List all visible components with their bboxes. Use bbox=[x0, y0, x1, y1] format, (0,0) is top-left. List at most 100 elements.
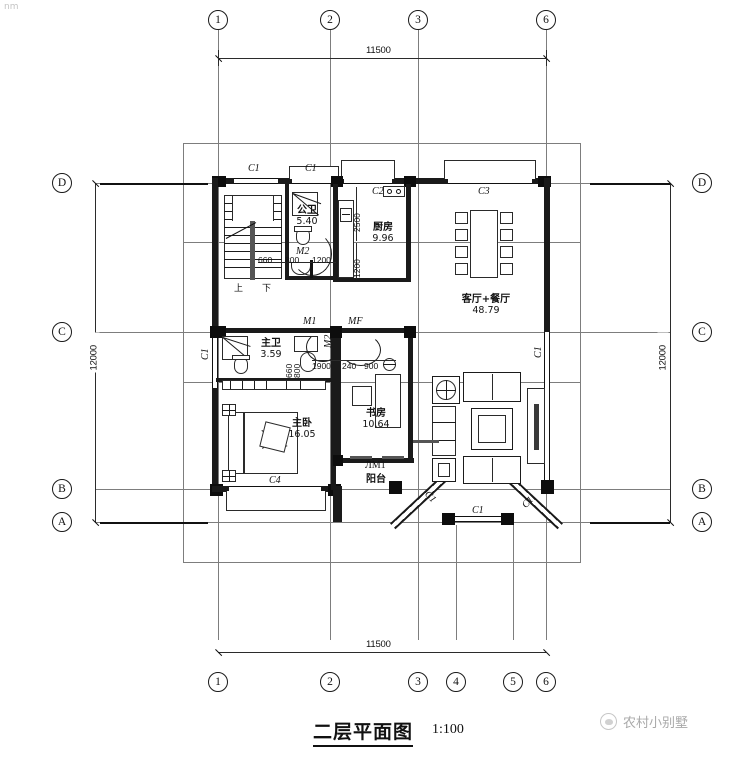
room-area-master-bedroom: 16.05 bbox=[288, 428, 316, 440]
nightstand-bottom-cross-v bbox=[229, 470, 230, 482]
room-name-study: 书房 bbox=[366, 408, 386, 419]
tv-cabinet-line-a bbox=[432, 422, 456, 423]
public-bath-door-leaf bbox=[310, 260, 313, 278]
axis-bubble-top-1: 1 bbox=[208, 10, 228, 30]
room-area-kitchen: 9.96 bbox=[372, 232, 394, 244]
kitchen-burner-b bbox=[396, 189, 401, 194]
stair-handrail bbox=[250, 198, 255, 280]
kitchen-dim-1200: 1200 bbox=[352, 259, 362, 278]
window-c1-right-upper bbox=[544, 330, 550, 386]
master-bath-toilet-tank bbox=[232, 355, 250, 360]
stair-marker-up: 上 bbox=[234, 283, 244, 293]
room-label-kitchen: 厨房 9.96 bbox=[360, 222, 406, 244]
right-dimension-label: 12000 bbox=[657, 332, 669, 373]
gridline-axis-3 bbox=[418, 30, 419, 640]
column-bay-left bbox=[442, 513, 455, 525]
kitchen-burner-a bbox=[387, 189, 392, 194]
room-label-public-bath: 公卫 5.40 bbox=[282, 205, 332, 227]
wall-interior-hall-top bbox=[216, 328, 336, 333]
study-chair bbox=[352, 386, 372, 406]
wall-exterior-left-upper bbox=[212, 178, 218, 330]
room-label-balcony: 阳台 bbox=[355, 474, 397, 486]
column-study-bottom-left bbox=[333, 455, 343, 466]
right-arrow-d bbox=[590, 183, 670, 185]
dining-chair-l3 bbox=[455, 246, 468, 258]
corridor-dim-900: 900 bbox=[364, 361, 379, 371]
corridor-dim-240: 240 bbox=[342, 361, 357, 371]
plan-bound-top bbox=[183, 143, 581, 144]
window-c1-left-mid bbox=[212, 336, 218, 388]
door-label-m1: M1 bbox=[303, 316, 317, 327]
wall-interior-bath-bottom bbox=[285, 276, 335, 280]
bay-reveal-c4 bbox=[226, 491, 326, 511]
room-name-master-bath: 主卫 bbox=[261, 338, 281, 349]
wall-study-bottom bbox=[336, 458, 414, 463]
tv-cabinet bbox=[432, 406, 456, 456]
door-label-m2-public: M2 bbox=[296, 246, 310, 257]
watermark-logo-icon bbox=[600, 713, 617, 730]
dining-chair-r3 bbox=[500, 246, 513, 258]
room-name-public-bath: 公卫 bbox=[297, 205, 317, 216]
dining-chair-r1 bbox=[500, 212, 513, 224]
top-dim-ext-left bbox=[218, 50, 219, 66]
left-arrow-d bbox=[100, 183, 208, 185]
column-top-left bbox=[212, 176, 226, 187]
wall-exterior-left-lower bbox=[212, 332, 218, 492]
axis-bubble-bottom-2: 2 bbox=[320, 672, 340, 692]
public-bath-dim-line bbox=[258, 262, 336, 263]
public-bath-dim-660: 660 bbox=[258, 255, 273, 265]
plan-bound-left bbox=[183, 143, 184, 563]
tv-unit bbox=[432, 458, 456, 482]
axis-bubble-bottom-5: 5 bbox=[503, 672, 523, 692]
kitchen-dim-line-1200 bbox=[356, 243, 357, 279]
right-dimension-line bbox=[670, 183, 671, 522]
axis-bubble-left-a: A bbox=[52, 512, 72, 532]
wall-corridor-right bbox=[408, 332, 413, 348]
stair-landing bbox=[232, 195, 274, 221]
axis-bubble-left-b: B bbox=[52, 479, 72, 499]
balcony-door-sill-b bbox=[382, 456, 404, 459]
master-bath-toilet bbox=[234, 358, 248, 374]
tile-tick-3 bbox=[254, 381, 255, 389]
bottom-dimension-line bbox=[218, 652, 546, 653]
column-bay-right bbox=[501, 513, 514, 525]
top-dimension-label: 11500 bbox=[364, 45, 393, 56]
axis-bubble-right-b: B bbox=[692, 479, 712, 499]
axis-bubble-top-3: 3 bbox=[408, 10, 428, 30]
axis-bubble-right-a: A bbox=[692, 512, 712, 532]
column-bay-corner-left bbox=[389, 481, 402, 494]
gridline-axis-b bbox=[95, 489, 670, 490]
wall-interior-kitchen-bottom bbox=[333, 278, 411, 282]
window-label-c1-top-b: C1 bbox=[305, 163, 317, 174]
axis-bubble-bottom-3: 3 bbox=[408, 672, 428, 692]
wall-interior-hall-top-b bbox=[336, 328, 414, 333]
dining-chair-l2 bbox=[455, 229, 468, 241]
balcony-door-sill bbox=[350, 456, 372, 459]
corridor-dim-1900: 1900 bbox=[312, 361, 331, 371]
public-bath-dim-800: 800 bbox=[285, 255, 300, 265]
gridline-axis-5 bbox=[513, 525, 514, 640]
axis-bubble-bottom-1: 1 bbox=[208, 672, 228, 692]
plan-scale: 1:100 bbox=[432, 722, 464, 737]
public-bath-dim-right: 1200 bbox=[312, 255, 331, 265]
right-arrow-a bbox=[590, 522, 670, 524]
room-label-master-bath: 主卫 3.59 bbox=[250, 338, 292, 360]
column-top-mid-a bbox=[331, 176, 343, 187]
wall-balcony-bottom bbox=[333, 486, 342, 522]
axis-bubble-right-d: D bbox=[692, 173, 712, 193]
tile-tick-2 bbox=[242, 381, 243, 389]
dining-chair-l4 bbox=[455, 263, 468, 275]
left-arrow-a bbox=[100, 522, 208, 524]
bottom-dimension-label: 11500 bbox=[364, 639, 393, 650]
plan-bound-right bbox=[580, 143, 581, 563]
wall-interior-stair-bath bbox=[285, 184, 289, 280]
window-reveal-c2 bbox=[341, 160, 395, 179]
public-bath-toilet-tank bbox=[294, 226, 312, 232]
wall-exterior-right-mid bbox=[544, 322, 550, 332]
axis-bubble-top-6: 6 bbox=[536, 10, 556, 30]
room-name-living-dining: 客厅+餐厅 bbox=[461, 294, 511, 305]
dining-chair-r4 bbox=[500, 263, 513, 275]
bed-pillow-line bbox=[244, 412, 245, 474]
plan-bound-bottom bbox=[183, 562, 581, 563]
